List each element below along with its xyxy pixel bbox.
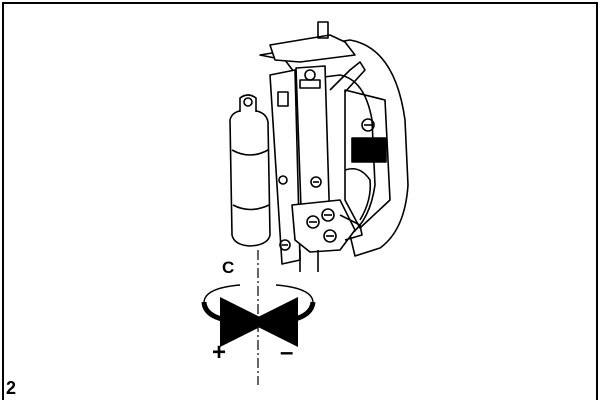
top-post — [317, 21, 329, 39]
arc-upper-left — [203, 284, 241, 303]
axis-label-c: C — [222, 258, 234, 277]
screw-upper-right — [361, 118, 375, 132]
dark-slot — [351, 137, 387, 163]
lower-screw-left — [306, 215, 320, 229]
lower-screw-right — [321, 208, 335, 222]
arrow-clockwise — [201, 296, 270, 347]
plate-slot — [277, 91, 289, 107]
figure-number: 2 — [6, 378, 17, 398]
rear-housing — [259, 39, 409, 257]
frame-border — [2, 2, 598, 400]
lower-screw-bottom — [323, 229, 337, 243]
rotation-indicator — [201, 284, 316, 347]
arrow-counterclockwise — [248, 296, 316, 347]
hook-curve — [344, 167, 372, 221]
plus-label: + — [212, 339, 226, 366]
top-bracket — [269, 34, 356, 63]
inner-panel — [344, 89, 391, 229]
side-cylinder — [229, 109, 271, 247]
carriage-screw — [310, 176, 322, 188]
arc-upper-right — [275, 284, 314, 303]
plate-screw — [278, 175, 288, 185]
minus-label: – — [280, 339, 293, 366]
foot-screw — [279, 239, 291, 251]
lower-mechanism — [291, 199, 356, 253]
mechanism-illustration — [229, 21, 409, 272]
lever-top — [329, 61, 366, 93]
cylinder-cap — [239, 94, 257, 112]
